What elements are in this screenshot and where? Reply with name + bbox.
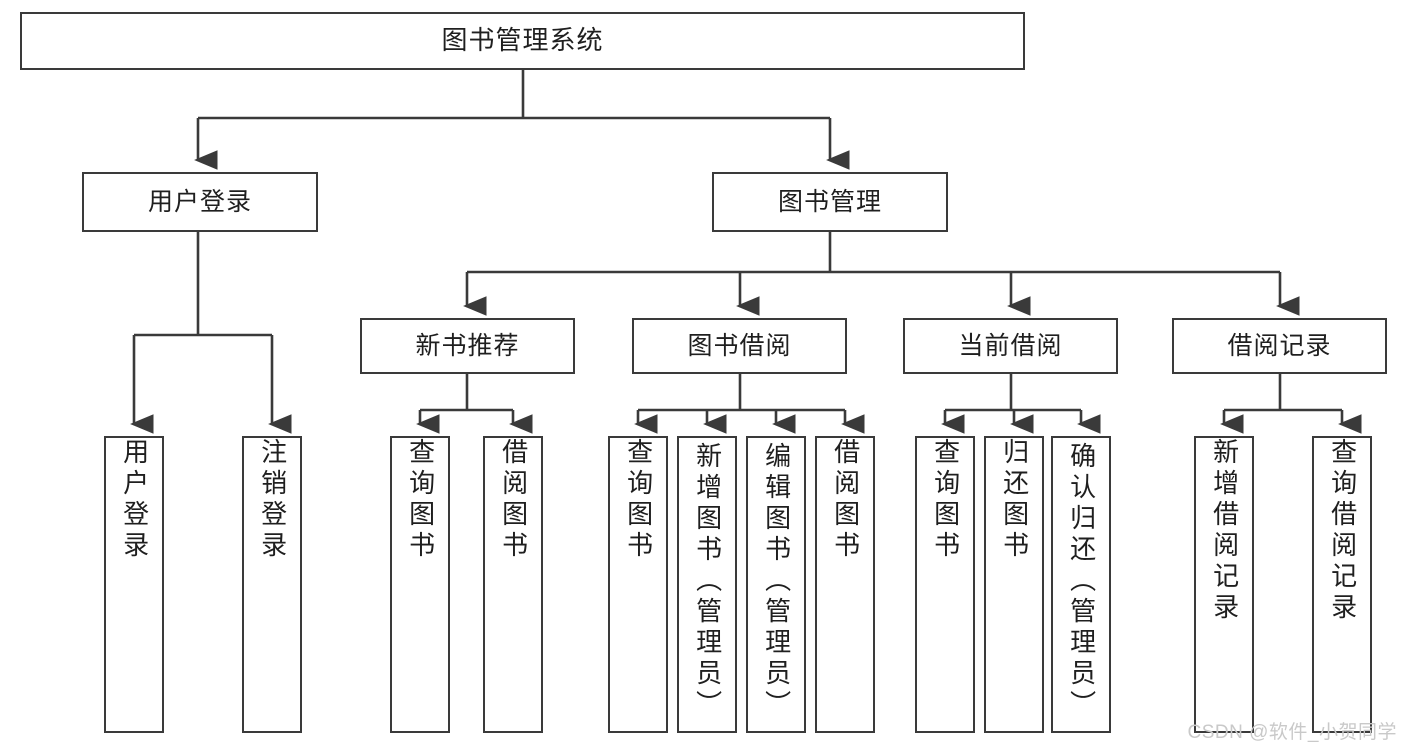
node-user-login[interactable]: 用户登录 xyxy=(82,172,318,232)
node-label: 图书借阅 xyxy=(687,331,792,360)
leaf-borrow-book-recommend[interactable]: 借阅图书 xyxy=(483,436,543,733)
node-book-borrow[interactable]: 图书借阅 xyxy=(632,318,847,374)
leaf-add-borrow-record[interactable]: 新增借阅记录 xyxy=(1194,436,1254,733)
leaf-confirm-return-admin[interactable]: 确认归还（管理员） xyxy=(1051,436,1111,733)
node-label: 查询图书 xyxy=(930,438,961,562)
node-current-borrow[interactable]: 当前借阅 xyxy=(903,318,1118,374)
node-book-management[interactable]: 图书管理 xyxy=(712,172,948,232)
node-root-book-management-system[interactable]: 图书管理系统 xyxy=(20,12,1025,70)
node-label: 归还图书 xyxy=(999,438,1030,562)
leaf-query-book-borrow[interactable]: 查询图书 xyxy=(608,436,668,733)
node-label: 查询图书 xyxy=(405,438,436,562)
node-label: 借阅记录 xyxy=(1227,331,1332,360)
leaf-return-book[interactable]: 归还图书 xyxy=(984,436,1044,733)
node-label: 借阅图书 xyxy=(830,438,861,562)
leaf-add-book-admin[interactable]: 新增图书（管理员） xyxy=(677,436,737,733)
node-label: 查询借阅记录 xyxy=(1327,438,1358,624)
node-new-book-recommend[interactable]: 新书推荐 xyxy=(360,318,575,374)
node-label: 用户登录 xyxy=(119,438,150,562)
leaf-query-book-recommend[interactable]: 查询图书 xyxy=(390,436,450,733)
leaf-logout[interactable]: 注销登录 xyxy=(242,436,302,733)
node-label: 确认归还（管理员） xyxy=(1066,442,1097,721)
node-label: 用户登录 xyxy=(147,187,252,216)
node-label: 编辑图书（管理员） xyxy=(761,442,792,721)
node-label: 注销登录 xyxy=(257,438,288,562)
leaf-user-login[interactable]: 用户登录 xyxy=(104,436,164,733)
watermark-csdn: CSDN @软件_小贺同学 xyxy=(1187,722,1397,743)
leaf-query-book-current[interactable]: 查询图书 xyxy=(915,436,975,733)
node-label: 图书管理系统 xyxy=(441,25,604,56)
leaf-query-borrow-record[interactable]: 查询借阅记录 xyxy=(1312,436,1372,733)
node-label: 当前借阅 xyxy=(958,331,1063,360)
node-label: 借阅图书 xyxy=(498,438,529,562)
node-label: 新书推荐 xyxy=(415,331,520,360)
leaf-edit-book-admin[interactable]: 编辑图书（管理员） xyxy=(746,436,806,733)
node-label: 新增图书（管理员） xyxy=(692,442,723,721)
node-label: 查询图书 xyxy=(623,438,654,562)
node-label: 图书管理 xyxy=(777,187,882,216)
node-label: 新增借阅记录 xyxy=(1209,438,1240,624)
node-borrow-records[interactable]: 借阅记录 xyxy=(1172,318,1387,374)
leaf-borrow-book[interactable]: 借阅图书 xyxy=(815,436,875,733)
